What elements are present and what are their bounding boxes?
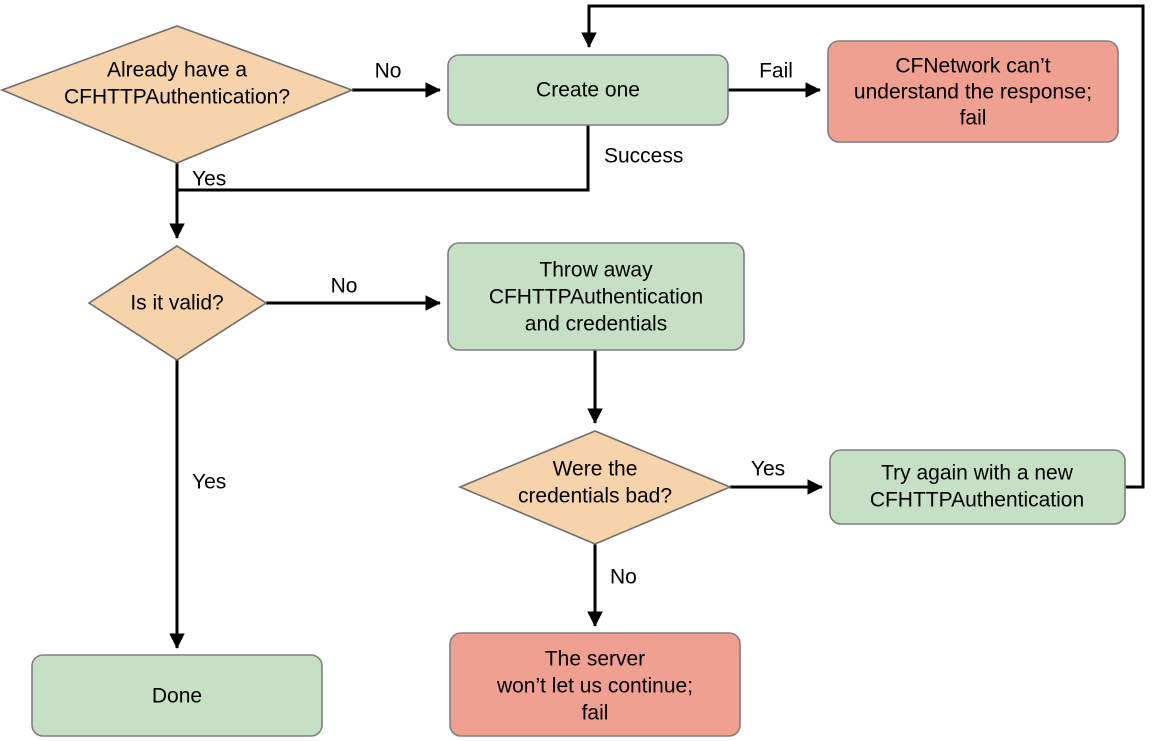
edge-credentials-bad-to-try-again: Yes [730, 458, 823, 495]
node-throw-away[interactable]: Throw away CFHTTPAuthentication and cred… [447, 242, 745, 351]
error-box-server-fail [449, 632, 741, 737]
process-box-done [31, 654, 323, 737]
edge-create-one-to-is-valid: Success [178, 125, 683, 192]
process-box-throw-away [447, 242, 745, 351]
node-cfnetwork-fail-line1: CFNetwork can’t [895, 55, 1050, 78]
edge-create-one-to-cfnetwork-fail: Fail [728, 60, 821, 98]
edge-label-success: Success [604, 145, 683, 168]
node-done-label: Done [152, 685, 202, 708]
error-box-cfnetwork-fail [827, 40, 1119, 143]
node-create-one[interactable]: Create one [447, 54, 729, 126]
node-throw-away-line2: CFHTTPAuthentication [489, 286, 703, 309]
node-server-fail-line2: won’t let us continue; [496, 675, 693, 698]
node-try-again[interactable]: Try again with a new CFHTTPAuthenticatio… [829, 449, 1126, 525]
node-create-one-label: Create one [536, 79, 640, 102]
node-is-valid-label: Is it valid? [130, 292, 223, 315]
node-have-auth[interactable]: Already have a CFHTTPAuthentication? [0, 25, 355, 164]
node-server-fail-line3: fail [582, 702, 609, 725]
node-try-again-line2: CFHTTPAuthentication [870, 489, 1084, 512]
node-credentials-bad-line1: Were the [553, 458, 638, 481]
node-credentials-bad-line2: credentials bad? [518, 485, 672, 508]
decision-diamond-is-valid [87, 245, 268, 361]
node-throw-away-line1: Throw away [539, 259, 653, 282]
node-done[interactable]: Done [31, 654, 323, 737]
node-cfnetwork-fail[interactable]: CFNetwork can’t understand the response;… [827, 40, 1119, 143]
edge-is-valid-to-throw-away: No [266, 275, 441, 311]
edge-have-auth-to-is-valid: Yes [169, 163, 226, 239]
node-cfnetwork-fail-line3: fail [960, 107, 987, 130]
edge-label-no-throw: No [331, 275, 358, 298]
node-is-valid[interactable]: Is it valid? [87, 245, 268, 361]
edge-label-yes-valid: Yes [192, 168, 226, 191]
process-box-try-again [829, 449, 1126, 525]
node-have-auth-line2: CFHTTPAuthentication? [64, 86, 290, 109]
node-server-fail[interactable]: The server won’t let us continue; fail [449, 632, 741, 737]
edge-credentials-bad-to-server-fail: No [587, 544, 637, 627]
edge-try-again-to-create-one [581, 4, 1145, 489]
edge-label-yes-retry: Yes [751, 458, 785, 481]
node-have-auth-line1: Already have a [107, 59, 247, 82]
edge-label-no-server-fail: No [610, 566, 637, 589]
node-credentials-bad[interactable]: Were the credentials bad? [457, 430, 733, 545]
edge-label-no-create: No [375, 60, 402, 83]
decision-diamond-have-auth [0, 25, 355, 164]
node-throw-away-line3: and credentials [525, 313, 667, 336]
process-box-create-one [447, 54, 729, 126]
node-server-fail-line1: The server [545, 648, 645, 671]
decision-diamond-credentials-bad [457, 430, 733, 545]
node-cfnetwork-fail-line2: understand the response; [854, 81, 1092, 104]
edge-label-yes-done: Yes [192, 471, 226, 494]
edge-have-auth-to-create-one: No [352, 60, 441, 98]
edge-label-fail: Fail [759, 60, 793, 83]
edge-is-valid-to-done: Yes [169, 360, 226, 649]
node-try-again-line1: Try again with a new [881, 462, 1074, 485]
